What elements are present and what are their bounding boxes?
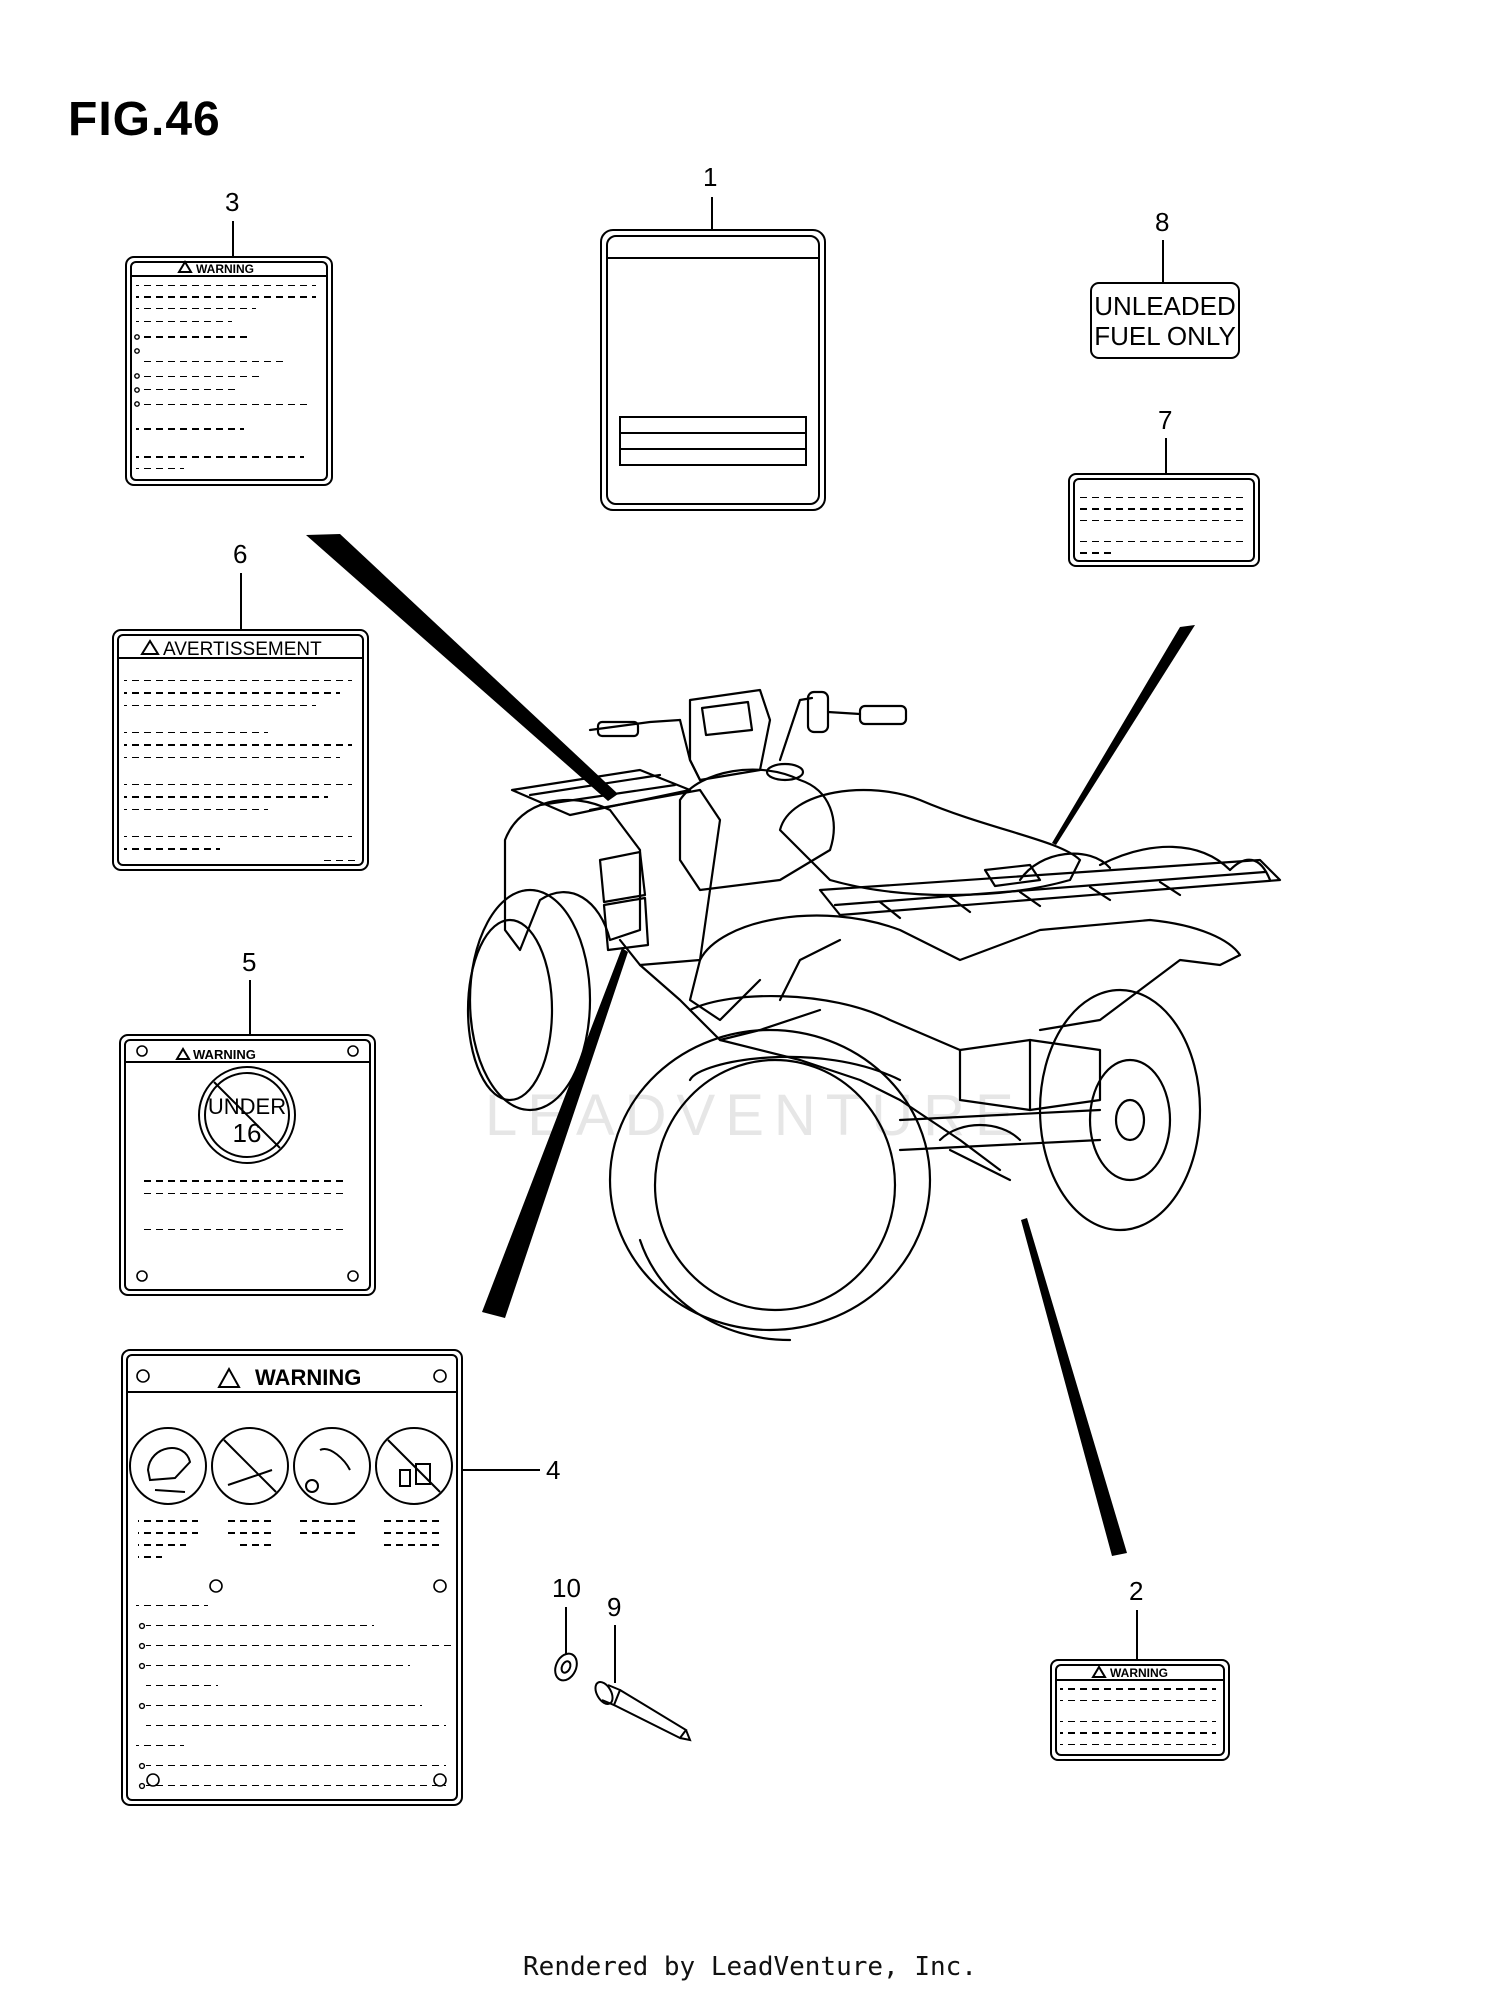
callout-1: 1: [703, 162, 717, 192]
label-1-plate: [600, 229, 826, 511]
label-5-under16: WARNING UNDER 16: [119, 1034, 376, 1296]
no-alcohol-icon: [375, 1427, 453, 1505]
warning-triangle-icon: [177, 260, 193, 273]
footer-credit: Rendered by LeadVenture, Inc.: [523, 1952, 977, 1982]
callout-9: 9: [607, 1592, 621, 1622]
helmet-icon: [129, 1427, 207, 1505]
leader-lines: [232, 197, 1167, 1683]
no-passenger-icon: [211, 1427, 289, 1505]
callout-8: 8: [1155, 207, 1169, 237]
label-6-avertissement-text: AVERTISSEMENT: [163, 639, 322, 660]
callout-10: 10: [552, 1573, 581, 1603]
no-paved-road-icon: [293, 1427, 371, 1505]
label-5-warning-text: WARNING: [193, 1047, 256, 1062]
callout-7: 7: [1158, 405, 1172, 435]
atv-illustration: [466, 688, 1282, 1342]
label-3-warning: WARNING: [125, 256, 333, 486]
label-7-plate: [1068, 473, 1260, 567]
figure-title: FIG.46: [68, 93, 221, 146]
callout-3: 3: [225, 187, 239, 217]
label-8-line2: FUEL ONLY: [1094, 321, 1236, 351]
pointer-arrows: [306, 534, 1195, 1556]
part-9-rivet: [594, 1681, 692, 1742]
label-6-avertissement: AVERTISSEMENT: [112, 629, 369, 871]
callout-2: 2: [1129, 1576, 1143, 1606]
label-5-age-line2: 16: [233, 1118, 262, 1148]
label-4-warning-text: WARNING: [255, 1365, 361, 1390]
callout-4: 4: [546, 1455, 560, 1485]
label-2-warning-text: WARNING: [1110, 1666, 1168, 1680]
label-5-age-line1: UNDER: [208, 1094, 286, 1119]
label-4-warning: WARNING: [121, 1349, 463, 1806]
part-10-washer: [554, 1652, 578, 1682]
callout-6: 6: [233, 539, 247, 569]
callout-5: 5: [242, 947, 256, 977]
label-8-line1: UNLEADED: [1094, 291, 1236, 321]
label-2-warning: WARNING: [1050, 1659, 1230, 1761]
warning-triangle-icon: [140, 639, 160, 655]
warning-triangle-icon: [217, 1366, 241, 1388]
warning-triangle-icon: [175, 1047, 191, 1060]
no-riders-under-16-icon: [198, 1066, 296, 1164]
label-8-fuel: UNLEADED FUEL ONLY: [1090, 282, 1240, 359]
label-3-warning-text: WARNING: [196, 262, 254, 276]
warning-triangle-icon: [1091, 1665, 1107, 1678]
